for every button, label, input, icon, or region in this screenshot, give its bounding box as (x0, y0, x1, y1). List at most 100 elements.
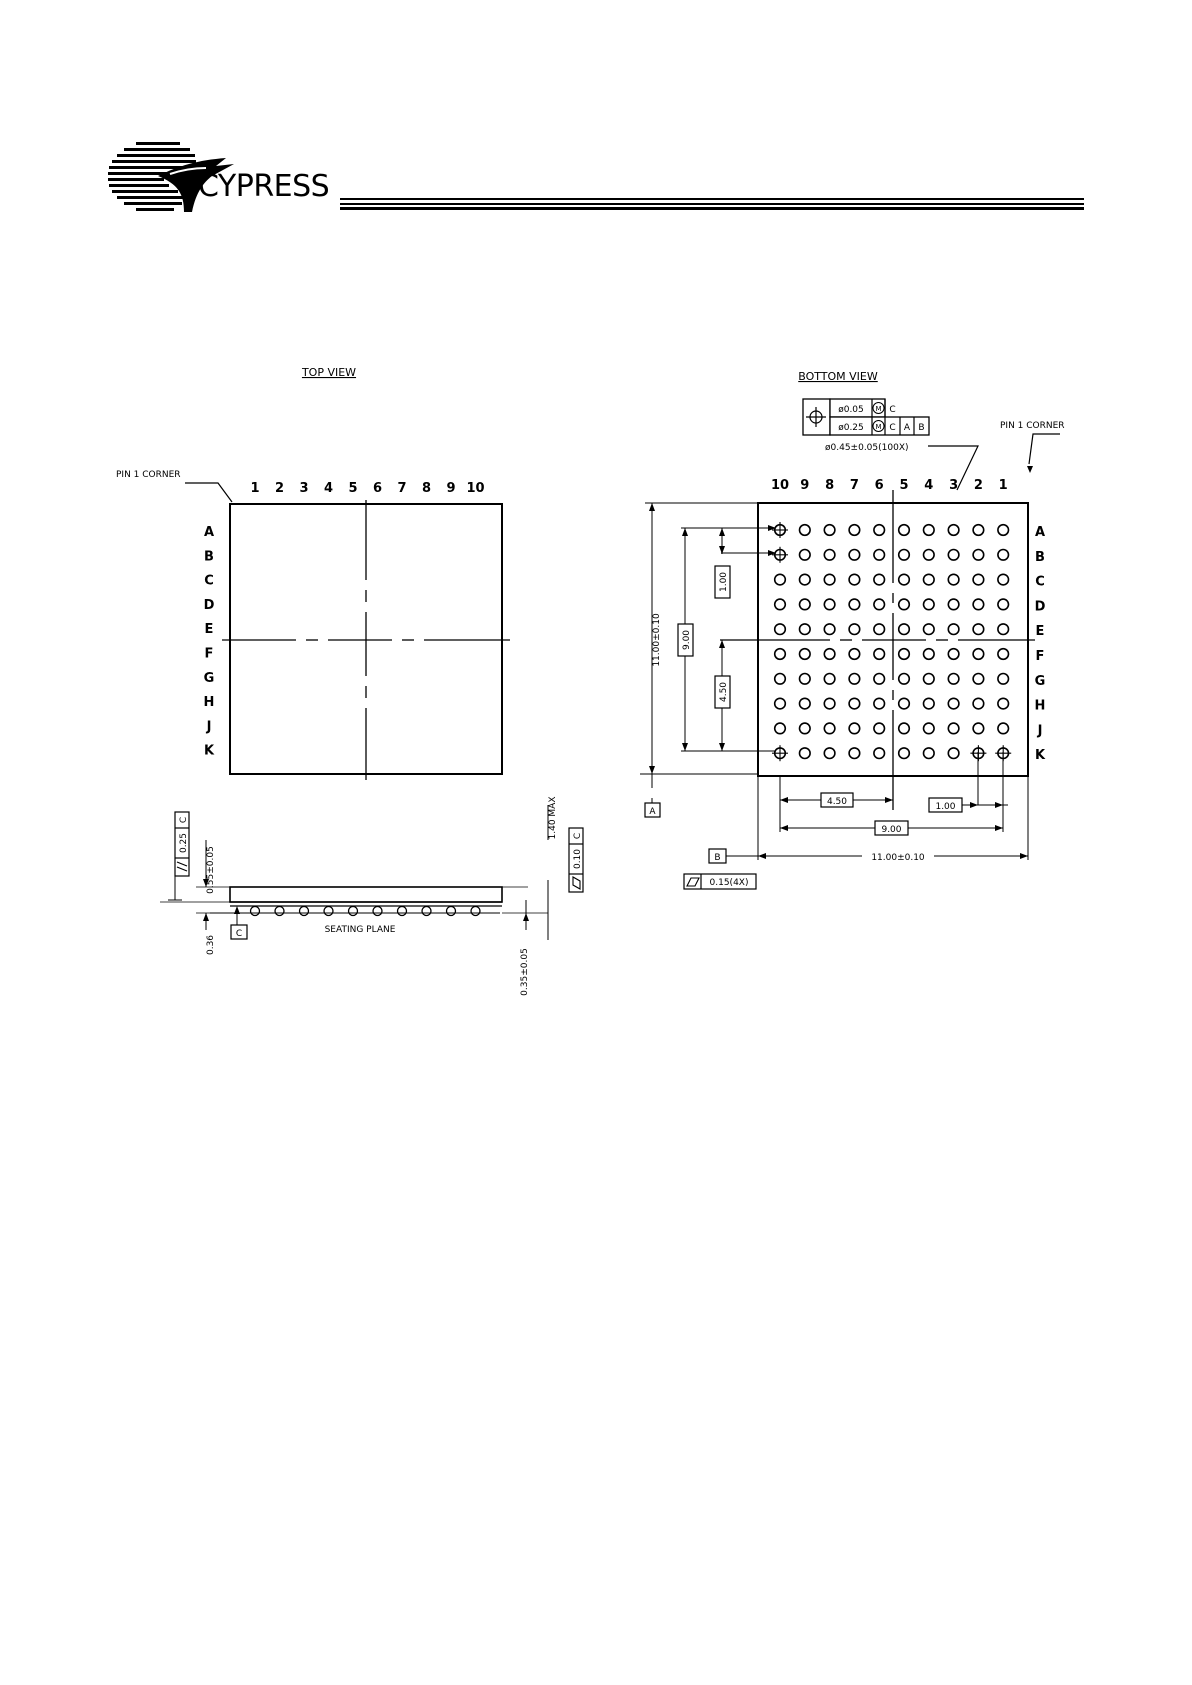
ball-D10 (773, 598, 787, 611)
ball-J8 (823, 722, 836, 735)
ball-E10 (773, 623, 787, 636)
ball-J1 (997, 722, 1010, 735)
tol-row2-datum-2: A (904, 423, 911, 433)
ball-F4 (922, 647, 935, 661)
ball-B1 (997, 548, 1010, 561)
ball-F6 (873, 647, 886, 661)
ball-H1 (997, 697, 1010, 710)
top-view-title: TOP VIEW (301, 366, 356, 379)
tol-row2-datum-3: B (918, 423, 924, 433)
cypress-tree-logo-icon (108, 142, 234, 212)
body-width-value: 11.00±0.10 (871, 853, 925, 863)
ball-D8 (823, 598, 836, 611)
bottom-col-label-9: 9 (800, 478, 809, 493)
ball-J4 (922, 722, 935, 735)
side-ball (396, 905, 408, 917)
ball-B9 (798, 548, 811, 561)
ball-G5 (897, 672, 911, 685)
header-rule (340, 198, 1084, 210)
ball-A9 (798, 523, 811, 537)
ball-C9 (798, 573, 811, 586)
ball-J3 (947, 722, 960, 735)
side-ball (298, 905, 310, 917)
side-ball (421, 905, 432, 917)
top-row-label-E: E (205, 622, 214, 637)
ball-D7 (848, 598, 861, 611)
ball-A6 (873, 523, 886, 537)
ball-H9 (798, 697, 811, 710)
ball-B7 (848, 548, 861, 561)
ball-H6 (873, 697, 886, 710)
side-solder-balls (249, 905, 481, 917)
ball-A8 (823, 523, 836, 537)
ball-G10 (773, 672, 787, 685)
bottom-view: BOTTOM VIEW ø0.05 M C ø0.25 M C A B (640, 370, 1065, 890)
ball-E5 (897, 623, 911, 636)
top-centerlines (222, 500, 510, 780)
ball-B2 (972, 548, 985, 561)
ball-G3 (947, 672, 960, 685)
bottom-col-label-4: 4 (924, 478, 933, 493)
ball-K9 (798, 747, 811, 760)
tol-row2-value: ø0.25 (838, 423, 864, 433)
parallelism-datum: C (179, 817, 189, 823)
top-col-label-9: 9 (446, 481, 455, 496)
top-col-label-7: 7 (397, 481, 406, 496)
side-view: SEATING PLANE 0.25 C 0.55±0.05 0.36 C (160, 797, 584, 996)
tol-row2-datum-1: C (889, 423, 895, 433)
array-width-dim: 9.00 (874, 820, 909, 836)
ball-J6 (873, 722, 886, 735)
top-col-label-3: 3 (299, 481, 308, 496)
ball-K4 (922, 747, 935, 760)
tol-row1-modifier: M (875, 405, 881, 413)
top-row-label-D: D (204, 598, 215, 613)
ball-H8 (823, 697, 836, 710)
ball-B10 (772, 546, 788, 563)
ball-F9 (798, 647, 811, 661)
ball-K7 (848, 747, 861, 760)
coplanarity-datum: C (573, 833, 583, 839)
top-col-label-1: 1 (250, 481, 259, 496)
top-col-label-2: 2 (275, 481, 284, 496)
ball-G9 (798, 672, 811, 685)
bottom-col-label-1: 1 (999, 478, 1008, 493)
bottom-col-label-6: 6 (875, 478, 884, 493)
ball-C6 (873, 573, 886, 586)
top-col-label-5: 5 (348, 481, 357, 496)
ball-J10 (773, 722, 787, 735)
side-ball (347, 905, 359, 917)
ball-F10 (773, 647, 787, 661)
bottom-col-label-7: 7 (850, 478, 859, 493)
bottom-row-label-K: K (1035, 748, 1046, 763)
ball-H2 (972, 697, 985, 710)
half-width-value: 4.50 (827, 797, 847, 807)
cypress-logo: CYPRESS (108, 142, 330, 212)
ball-J5 (897, 722, 911, 735)
bottom-row-label-F: F (1036, 649, 1045, 664)
ball-F1 (997, 647, 1010, 661)
coplanarity-value: 0.10 (573, 849, 583, 869)
ball-C7 (848, 573, 861, 586)
seating-plane-label: SEATING PLANE (325, 925, 396, 935)
standoff-dim: 0.36 (206, 935, 216, 955)
top-row-label-K: K (204, 744, 215, 759)
ball-K8 (823, 747, 836, 760)
flatness-value: 0.15(4X) (710, 878, 749, 888)
ball-B3 (947, 548, 960, 561)
array-height-dim: 9.00 (677, 623, 694, 657)
datum-a: A (649, 807, 656, 817)
ball-C3 (947, 573, 960, 586)
ball-A3 (947, 523, 960, 537)
ball-A7 (848, 523, 861, 537)
pitch-horizontal-value: 1.00 (935, 802, 955, 812)
ball-E1 (997, 623, 1010, 636)
ball-H4 (922, 697, 935, 710)
top-row-label-C: C (204, 574, 214, 589)
bottom-col-label-3: 3 (949, 478, 958, 493)
ball-B8 (823, 548, 836, 561)
bottom-row-label-C: C (1035, 575, 1045, 590)
ball-C8 (823, 573, 836, 586)
flatness-frame: 0.15(4X) (683, 873, 757, 890)
